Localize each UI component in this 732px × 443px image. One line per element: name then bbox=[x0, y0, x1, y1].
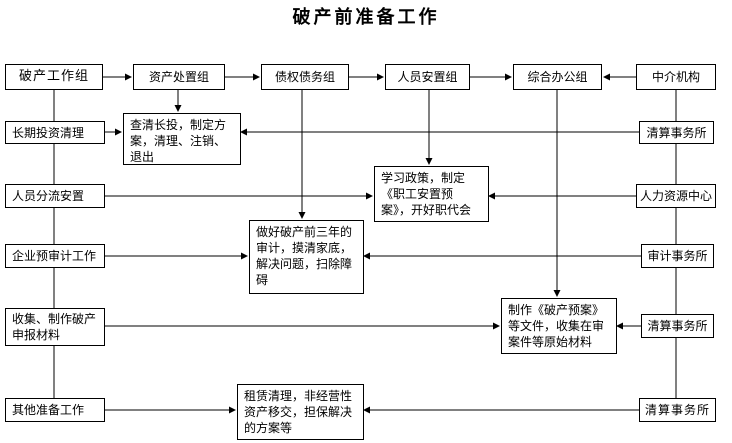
investment-plan-task-box: 查清长投，制定方案，清理、注销、退出 bbox=[123, 113, 241, 165]
task-text: 做好破产前三年的审计，摸清家底，解决问题，扫除障碍 bbox=[256, 225, 353, 287]
task-text: 租赁清理，非经营性资产移交，担保解决的方案等 bbox=[244, 389, 353, 435]
page-title: 破产前准备工作 bbox=[292, 7, 440, 28]
task-text: 学习政策，制定《职工安置预案》，开好职代会 bbox=[381, 171, 472, 217]
audit-firm-box: 审计事务所 bbox=[641, 244, 714, 268]
staff-diversion-box: 人员分流安置 bbox=[5, 184, 105, 208]
task-text: 制作《破产预案》等文件，收集在审案件等原始材料 bbox=[508, 303, 605, 349]
long-term-investment-cleanup-box: 长期投资清理 bbox=[5, 121, 105, 144]
liquidation-firm-box-2: 清算事务所 bbox=[641, 314, 714, 338]
liquidation-firm-box-1: 清算事务所 bbox=[639, 121, 714, 144]
general-office-group-box: 综合办公组 bbox=[513, 64, 602, 90]
bankruptcy-plan-task-box: 制作《破产预案》等文件，收集在审案件等原始材料 bbox=[501, 298, 617, 354]
pre-audit-box: 企业预审计工作 bbox=[5, 244, 105, 268]
intermediary-agency-box: 中介机构 bbox=[636, 64, 716, 90]
liquidation-firm-box-3: 清算事务所 bbox=[639, 398, 716, 422]
hr-center-box: 人力资源中心 bbox=[636, 184, 716, 208]
bankruptcy-materials-box: 收集、制作破产申报材料 bbox=[5, 308, 105, 346]
audit-task-box: 做好破产前三年的审计，摸清家底，解决问题，扫除障碍 bbox=[249, 220, 364, 294]
staff-placement-task-box: 学习政策，制定《职工安置预案》，开好职代会 bbox=[374, 166, 489, 222]
asset-disposal-group-box: 资产处置组 bbox=[133, 64, 225, 90]
bankruptcy-working-group-box: 破产工作组 bbox=[5, 64, 103, 90]
lease-cleanup-task-box: 租赁清理，非经营性资产移交，担保解决的方案等 bbox=[237, 384, 364, 440]
debt-group-box: 债权债务组 bbox=[261, 64, 349, 90]
staff-placement-group-box: 人员安置组 bbox=[385, 64, 470, 90]
task-text: 查清长投，制定方案，清理、注销、退出 bbox=[130, 118, 227, 164]
other-preparation-box: 其他准备工作 bbox=[5, 398, 105, 422]
